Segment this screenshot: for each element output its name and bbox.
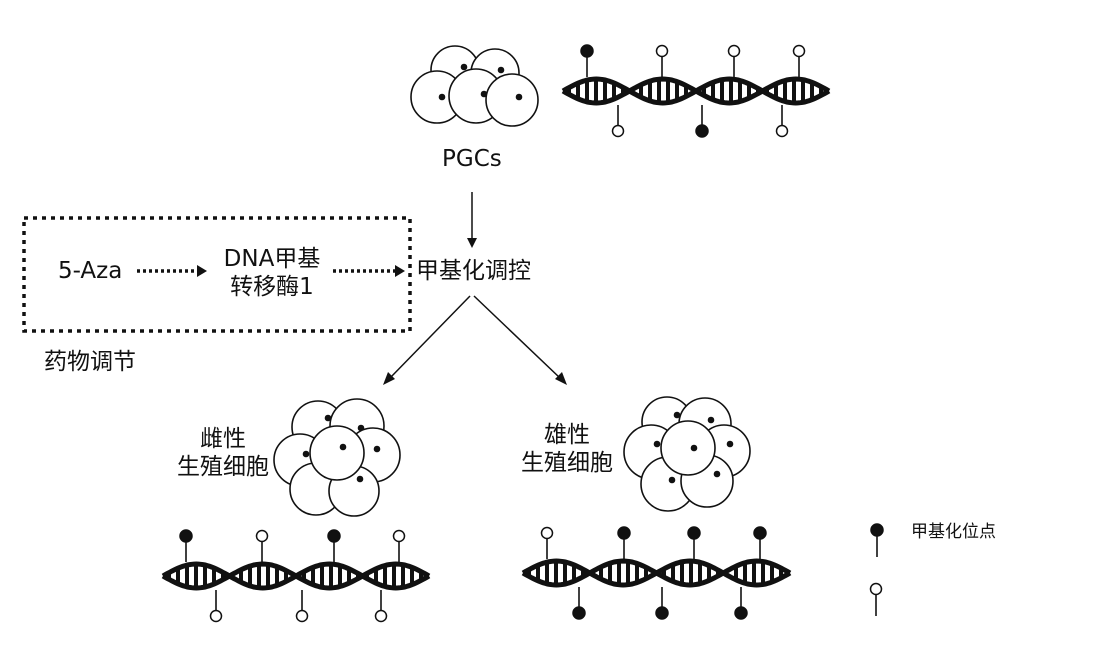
site-head bbox=[655, 44, 669, 58]
cell-nucleus bbox=[339, 443, 347, 451]
methylated-site bbox=[572, 587, 586, 620]
dna-base-pairs bbox=[567, 79, 823, 103]
methylated-site bbox=[327, 529, 341, 562]
cell-nucleus bbox=[690, 444, 698, 452]
male-germ-cell-line2: 生殖细胞 bbox=[521, 449, 613, 476]
male-cell-cluster bbox=[623, 396, 751, 512]
methylation-regulation-label: 甲基化调控 bbox=[416, 258, 531, 284]
cell bbox=[660, 420, 716, 476]
dna-strand bbox=[161, 561, 431, 591]
female-dna-helix bbox=[161, 529, 431, 623]
female-germ-cell-line2: 生殖细胞 bbox=[177, 453, 269, 480]
cell-nucleus bbox=[713, 470, 721, 478]
legend-unmethylated-icon bbox=[869, 582, 883, 616]
site-head bbox=[611, 124, 625, 138]
site-head bbox=[734, 606, 748, 620]
regulation-to-female-arrow bbox=[383, 295, 471, 385]
regulation-to-male-arrow bbox=[473, 295, 567, 385]
dna-strand bbox=[521, 558, 792, 588]
site-head bbox=[209, 609, 223, 623]
methylated-site bbox=[655, 587, 669, 620]
unmethylated-site bbox=[792, 44, 806, 77]
site-head bbox=[392, 529, 406, 543]
site-head bbox=[295, 609, 309, 623]
pgc-cluster bbox=[410, 45, 539, 127]
cell-membrane bbox=[485, 73, 539, 127]
site-head bbox=[179, 529, 193, 543]
male-dna-helix bbox=[521, 526, 792, 620]
dnmt-label-line1: DNA甲基 bbox=[223, 246, 321, 272]
site-head bbox=[695, 124, 709, 138]
cell-nucleus bbox=[668, 476, 676, 484]
dnmt-label: DNA甲基 转移酶1 bbox=[212, 246, 332, 301]
unmethylated-site bbox=[611, 105, 625, 138]
site-head bbox=[870, 523, 884, 537]
methylated-site bbox=[179, 529, 193, 562]
cell-nucleus bbox=[707, 416, 715, 424]
methylated-site bbox=[695, 105, 709, 138]
female-germ-cell-line1: 雌性 bbox=[200, 426, 246, 452]
cell-nucleus bbox=[373, 445, 381, 453]
cell-nucleus bbox=[497, 66, 505, 74]
legend-methylated-icon bbox=[870, 523, 884, 557]
unmethylated-site bbox=[727, 44, 741, 77]
methylated-site bbox=[580, 44, 594, 77]
cell-nucleus bbox=[726, 440, 734, 448]
site-head bbox=[617, 526, 631, 540]
methylated-site bbox=[734, 587, 748, 620]
cell-nucleus bbox=[302, 450, 310, 458]
cell-nucleus bbox=[438, 93, 446, 101]
unmethylated-site bbox=[209, 590, 223, 623]
cell bbox=[485, 73, 539, 127]
dnmt-to-regulation-arrow bbox=[333, 265, 405, 277]
drug-regulation-label: 药物调节 bbox=[44, 349, 136, 375]
site-head bbox=[655, 606, 669, 620]
site-head bbox=[580, 44, 594, 58]
unmethylated-site bbox=[295, 590, 309, 623]
dna-strand bbox=[561, 76, 831, 106]
cell-membrane bbox=[660, 420, 716, 476]
site-head bbox=[869, 582, 883, 596]
site-head bbox=[374, 609, 388, 623]
aza-label: 5-Aza bbox=[58, 258, 123, 284]
site-head bbox=[687, 526, 701, 540]
cell-membrane bbox=[309, 425, 365, 481]
female-germ-cell-label: 雌性 生殖细胞 bbox=[168, 426, 278, 481]
site-head bbox=[255, 529, 269, 543]
unmethylated-site bbox=[655, 44, 669, 77]
dnmt-label-line2: 转移酶1 bbox=[230, 273, 314, 300]
site-head bbox=[572, 606, 586, 620]
legend-methylated-label: 甲基化位点 bbox=[911, 522, 996, 542]
cell-nucleus bbox=[515, 93, 523, 101]
female-cell-cluster bbox=[273, 398, 401, 517]
male-germ-cell-label: 雄性 生殖细胞 bbox=[512, 422, 622, 477]
unmethylated-site bbox=[374, 590, 388, 623]
site-head bbox=[727, 44, 741, 58]
male-germ-cell-line1: 雄性 bbox=[544, 422, 590, 448]
cell bbox=[309, 425, 365, 481]
pgc-dna-helix bbox=[561, 44, 831, 138]
site-head bbox=[753, 526, 767, 540]
cell-nucleus bbox=[356, 475, 364, 483]
pgcs-to-regulation-arrow bbox=[467, 192, 477, 248]
drug-regulation-box bbox=[22, 216, 412, 333]
site-head bbox=[540, 526, 554, 540]
site-head bbox=[327, 529, 341, 543]
unmethylated-site bbox=[775, 105, 789, 138]
methylated-site bbox=[617, 526, 631, 559]
site-head bbox=[775, 124, 789, 138]
methylated-site bbox=[753, 526, 767, 559]
methylated-site bbox=[687, 526, 701, 559]
pgcs-label: PGCs bbox=[442, 146, 502, 172]
cell-nucleus bbox=[673, 411, 681, 419]
unmethylated-site bbox=[540, 526, 554, 559]
cell-nucleus bbox=[460, 63, 468, 71]
unmethylated-site bbox=[255, 529, 269, 562]
unmethylated-site bbox=[392, 529, 406, 562]
cell-nucleus bbox=[324, 414, 332, 422]
site-head bbox=[792, 44, 806, 58]
aza-to-dnmt-arrow bbox=[137, 265, 207, 277]
cell-nucleus bbox=[653, 440, 661, 448]
